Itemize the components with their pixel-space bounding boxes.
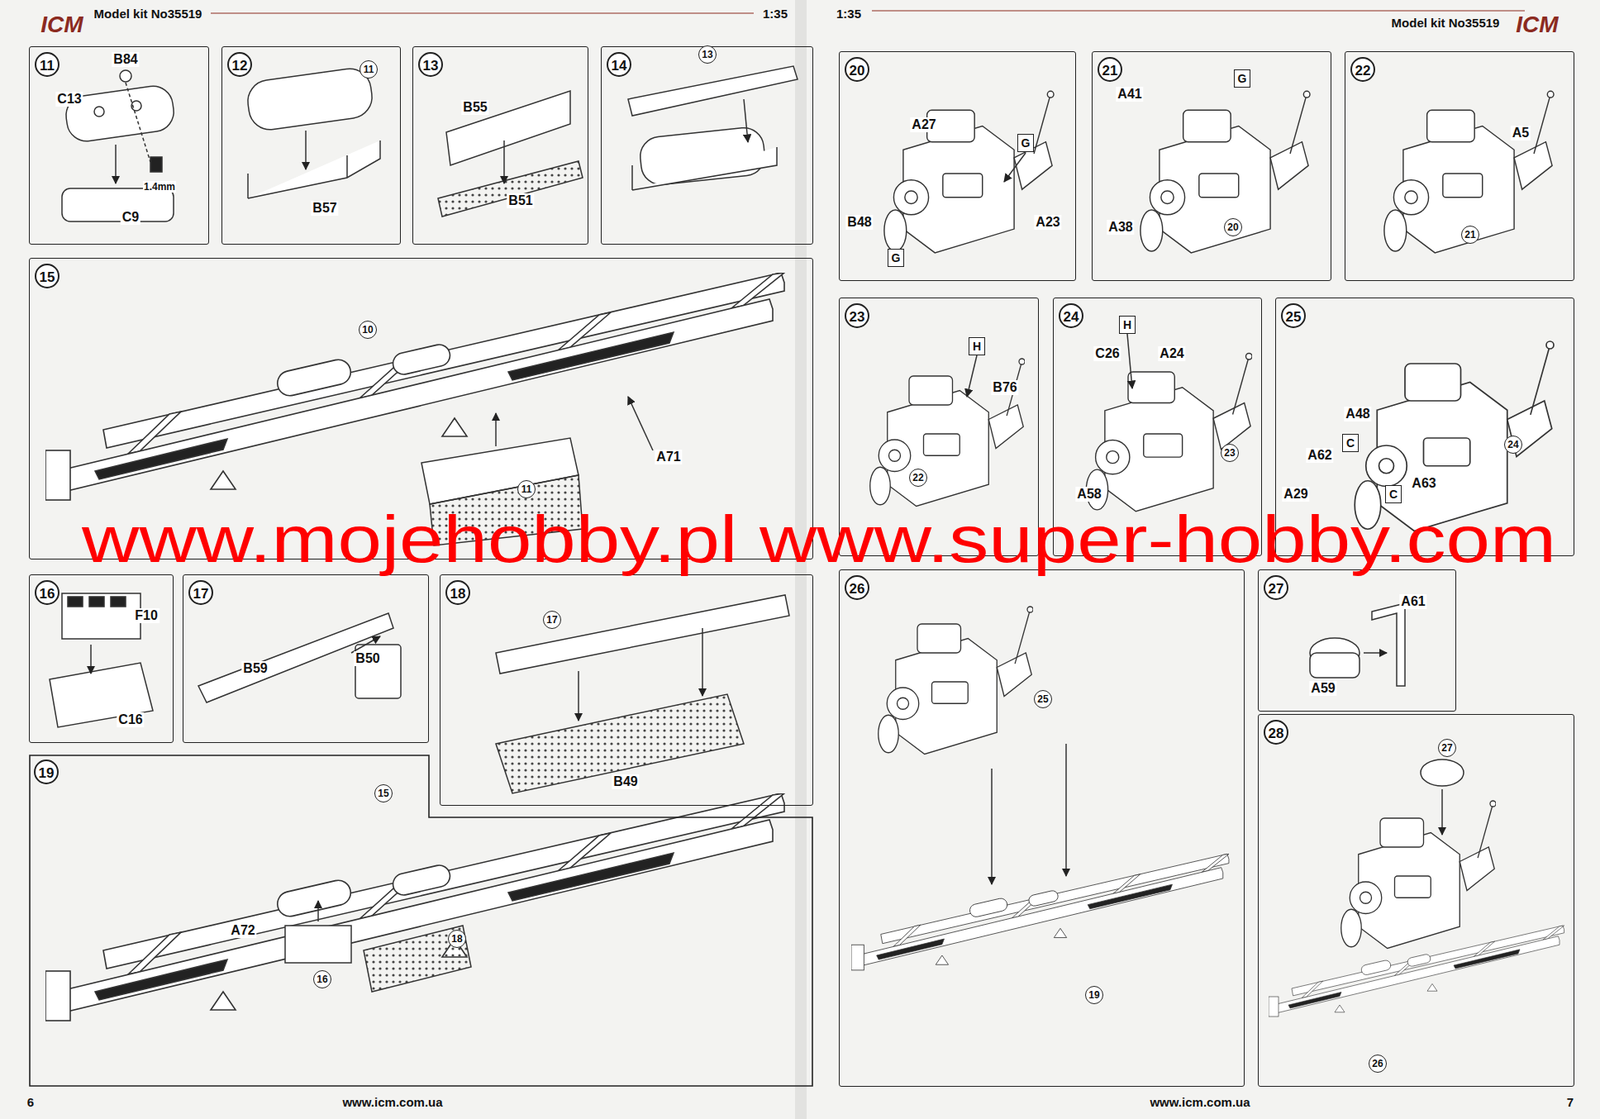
footer-text: www.icm.com.ua — [342, 1095, 443, 1110]
step-panel: 14 — [600, 46, 814, 245]
step-number: 13 — [418, 52, 443, 77]
footer-text: 6 — [27, 1095, 34, 1110]
part-number: C9 — [120, 209, 141, 225]
part-number: B51 — [506, 193, 534, 209]
part-number: A72 — [228, 923, 257, 939]
callout-number: 22 — [909, 468, 928, 487]
attachment-letter: H — [1119, 315, 1136, 334]
callout-number: 11 — [359, 60, 378, 79]
header-text: 1:35 — [762, 6, 788, 21]
step-panel: 21 — [1091, 51, 1332, 281]
part-number: A71 — [654, 449, 682, 465]
step-number: 18 — [445, 580, 471, 605]
part-number: A27 — [909, 117, 938, 133]
callout-number: 16 — [313, 970, 332, 989]
part-number: A5 — [1510, 125, 1531, 141]
attachment-letter: C — [1385, 485, 1402, 504]
step-panel: 27 — [1257, 569, 1457, 712]
step-number: 25 — [1280, 303, 1306, 329]
attachment-letter: G — [1017, 133, 1034, 153]
part-number: C13 — [55, 91, 83, 107]
step-number: 16 — [34, 580, 60, 605]
header-text: 1:35 — [836, 6, 862, 21]
step-number: 19 — [33, 759, 59, 785]
dimension: 1.4mm — [142, 180, 177, 193]
header-text: Model kit No35519 — [94, 6, 203, 21]
callout-number: 23 — [1220, 443, 1239, 462]
step-panel: 28 — [1257, 714, 1575, 1087]
callout-number: 24 — [1504, 435, 1523, 454]
part-number: B59 — [241, 661, 269, 677]
callout-number: 25 — [1033, 690, 1053, 709]
callout-number: 15 — [374, 784, 393, 803]
part-number: A41 — [1115, 86, 1143, 102]
step-panel: 19 — [28, 754, 814, 1087]
attachment-letter: C — [1342, 433, 1359, 453]
callout-number: 27 — [1438, 738, 1457, 758]
step-number: 28 — [1263, 719, 1289, 745]
step-panel: 22 — [1344, 51, 1575, 281]
part-number: C26 — [1093, 346, 1121, 362]
part-number: A59 — [1309, 680, 1337, 696]
part-number: B55 — [461, 100, 489, 115]
part-number: B57 — [310, 200, 339, 216]
header-text: Model kit No35519 — [1391, 15, 1500, 30]
step-number: 22 — [1350, 57, 1376, 82]
part-number: A29 — [1281, 486, 1310, 502]
step-panel: 13 — [412, 46, 589, 245]
watermark: www.mojehobby.pl www.super-hobby.com — [81, 506, 1557, 573]
part-number: A58 — [1075, 486, 1103, 502]
footer-text: 7 — [1566, 1095, 1574, 1110]
part-number: B49 — [611, 774, 639, 790]
part-number: A63 — [1409, 476, 1438, 491]
step-number: 14 — [606, 52, 632, 77]
step-panel: 18 — [439, 574, 814, 806]
step-panel: 26 — [838, 569, 1245, 1087]
brand-logo: ICM — [40, 11, 83, 39]
step-number: 26 — [844, 575, 870, 600]
footer-text: www.icm.com.ua — [1149, 1095, 1250, 1110]
attachment-letter: G — [1233, 69, 1251, 88]
callout-number: 21 — [1461, 225, 1480, 244]
step-number: 21 — [1097, 57, 1123, 82]
part-number: A24 — [1157, 346, 1186, 362]
part-number: B76 — [990, 380, 1019, 396]
part-number: A23 — [1033, 214, 1062, 230]
callout-number: 26 — [1368, 1054, 1387, 1073]
callout-number: 10 — [358, 320, 377, 339]
callout-number: 11 — [517, 480, 536, 499]
callout-number: 18 — [447, 929, 467, 948]
step-panel: 17 — [182, 574, 429, 743]
attachment-letter: G — [887, 248, 905, 267]
callout-number: 13 — [698, 45, 717, 64]
part-number: C16 — [116, 712, 144, 728]
part-number: A61 — [1399, 594, 1427, 610]
step-number: 15 — [34, 263, 60, 289]
step-number: 11 — [34, 52, 60, 77]
attachment-letter: H — [968, 337, 986, 356]
part-number: B50 — [353, 651, 381, 667]
callout-number: 20 — [1223, 218, 1243, 237]
step-number: 12 — [227, 52, 253, 77]
part-number: A38 — [1106, 219, 1134, 235]
callout-number: 17 — [542, 610, 562, 629]
brand-logo: ICM — [1515, 11, 1558, 39]
step-panel: 16 — [28, 574, 174, 743]
step-number: 23 — [844, 303, 870, 329]
step-panel: 11 — [28, 46, 210, 245]
panel-outline — [28, 754, 814, 1087]
part-number: B84 — [111, 52, 139, 67]
step-panel: 20 — [838, 51, 1077, 281]
step-number: 27 — [1263, 575, 1289, 600]
step-number: 17 — [188, 580, 214, 605]
part-number: A48 — [1343, 406, 1372, 422]
step-number: 24 — [1058, 303, 1084, 329]
step-number: 20 — [844, 57, 870, 82]
callout-number: 19 — [1085, 985, 1104, 1005]
part-number: B48 — [845, 214, 873, 230]
part-number: F10 — [133, 608, 160, 624]
part-number: A62 — [1305, 447, 1334, 463]
